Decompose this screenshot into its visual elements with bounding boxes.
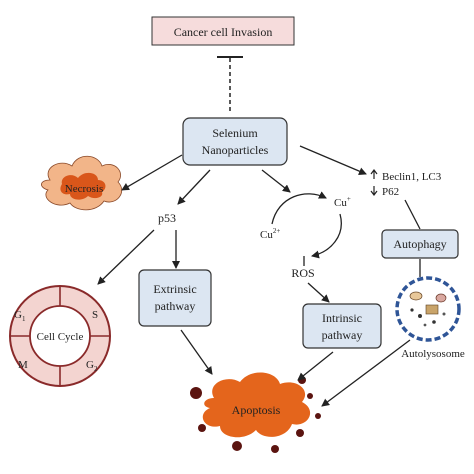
intrinsic-label-line1: Intrinsic <box>322 311 362 325</box>
extrinsic-label-line2: pathway <box>155 299 196 313</box>
p53-label: p53 <box>158 211 176 225</box>
arrow-extrinsic-to-apoptosis <box>180 329 213 375</box>
autolysosome-label: Autolysosome <box>401 348 465 360</box>
autolysosome-vesicle <box>395 276 461 342</box>
cancer-invasion-label: Cancer cell Invasion <box>174 25 273 39</box>
extrinsic-box <box>138 269 212 327</box>
intrinsic-label-line2: pathway <box>322 328 363 342</box>
arrow-p53-to-cell-cycle <box>97 229 155 285</box>
p62-label: P62 <box>382 186 399 198</box>
cu-cycle-arrow-bottom <box>311 213 342 259</box>
extrinsic-label-line1: Extrinsic <box>153 282 196 296</box>
necrosis-cloud <box>41 155 123 211</box>
apoptosis-cloud <box>190 372 321 453</box>
necrosis-label: Necrosis <box>65 183 104 195</box>
cell-cycle-ring <box>9 285 111 387</box>
g1-phase-label: G1 <box>14 309 26 323</box>
cu-plus-label: Cu+ <box>334 195 351 209</box>
cancer-invasion-box <box>151 16 295 46</box>
s-phase-label: S <box>92 309 98 321</box>
selenium-box <box>182 117 288 166</box>
intrinsic-box <box>302 303 382 349</box>
arrow-se-to-copper <box>261 169 291 193</box>
beclin-label: Beclin1, LC3 <box>382 171 442 183</box>
cell-cycle-label: Cell Cycle <box>37 331 84 343</box>
up-arrow-icon <box>370 169 378 179</box>
autophagy-box <box>381 229 459 259</box>
cu-cycle-arrow-top <box>271 191 327 225</box>
connector-p62-to-autophagy <box>404 199 421 230</box>
cu-2plus-label: Cu2+ <box>260 227 280 241</box>
arrow-se-to-necrosis <box>121 154 183 191</box>
arrow-autolysosome-to-apoptosis <box>321 339 411 407</box>
autophagy-label: Autophagy <box>393 237 446 251</box>
ros-label: ROS <box>291 266 314 280</box>
m-phase-label: M <box>18 359 28 371</box>
down-arrow-icon <box>370 186 378 196</box>
arrow-se-to-beclin <box>299 145 367 175</box>
selenium-label-line1: Selenium <box>212 126 258 140</box>
g2-phase-label: G2 <box>86 359 98 373</box>
arrow-ros-to-intrinsic <box>307 282 330 303</box>
arrow-se-to-p53 <box>177 169 211 205</box>
selenium-label-line2: Nanoparticles <box>202 143 269 157</box>
arrow-intrinsic-to-apoptosis <box>297 351 334 381</box>
apoptosis-label: Apoptosis <box>232 403 281 417</box>
